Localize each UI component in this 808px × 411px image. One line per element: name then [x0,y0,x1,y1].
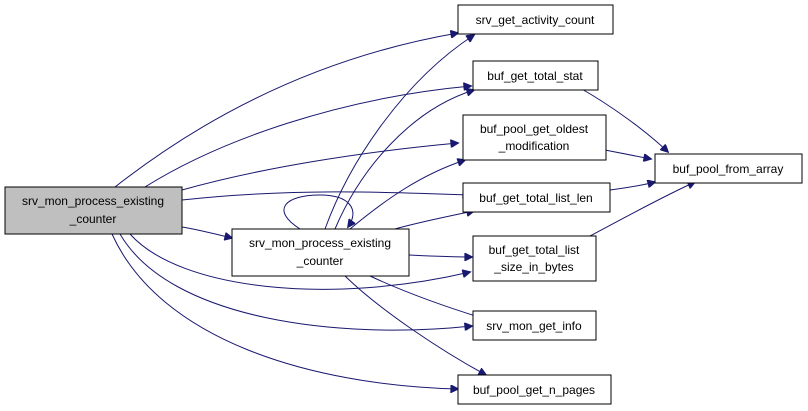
node-label-line2: _counter [296,254,344,268]
node-buf-get-total-list-len[interactable]: buf_get_total_list_len [462,182,611,213]
edge-self-loop [283,194,353,230]
edge-root-oldest [181,143,458,191]
edge-listsize-fromarray [589,182,695,237]
edge-root-listlen [181,192,470,201]
node-box [472,310,597,341]
node-buf-get-total-list-size-in-bytes[interactable]: buf_get_total_list _size_in_bytes [472,235,597,282]
edges [111,33,695,389]
edge-self-stat [334,90,474,230]
node-box [462,182,611,213]
node-label-line1: buf_get_total_list [489,243,580,257]
edge-self-activity [324,35,474,230]
node-buf-pool-get-oldest-modification[interactable]: buf_pool_get_oldest _modification [462,114,607,161]
node-buf-pool-from-array[interactable]: buf_pool_from_array [654,153,803,184]
edge-stat-fromarray [579,87,668,152]
node-label: buf_pool_from_array [673,162,784,176]
node-label: srv_mon_get_info [486,319,582,333]
node-label: buf_get_total_list_len [479,191,592,205]
edge-self-listsize [408,255,472,257]
node-box [231,228,410,277]
node-box [472,60,599,91]
edge-self-listlen [394,211,474,230]
node-srv-mon-process-existing-counter[interactable]: srv_mon_process_existing _counter [231,228,410,277]
edge-self-npages [344,275,486,375]
node-label-line1: srv_mon_process_existing [249,236,391,250]
node-label-line2: _size_in_bytes [493,260,573,274]
edge-root-activity [114,33,458,188]
edge-oldest-fromarray [604,149,651,159]
node-label-line1: srv_mon_process_existing [22,194,164,208]
node-label: buf_get_total_stat [487,69,583,83]
node-label-line2: _modification [498,139,570,153]
node-srv-mon-process-existing-counter-root[interactable]: srv_mon_process_existing _counter [4,186,183,235]
node-box [654,153,803,184]
node-buf-get-total-stat[interactable]: buf_get_total_stat [472,60,599,91]
node-srv-get-activity-count[interactable]: srv_get_activity_count [457,4,614,35]
node-label: srv_get_activity_count [476,13,595,27]
edge-root-info [119,233,472,330]
edge-root-listsize [129,233,470,290]
node-label-line1: buf_pool_get_oldest [480,122,589,136]
node-box [4,186,183,235]
node-label: buf_pool_get_n_pages [473,383,595,397]
edge-root-stat [144,86,471,188]
edge-root-self [181,226,232,238]
node-buf-pool-get-n-pages[interactable]: buf_pool_get_n_pages [457,374,612,405]
node-srv-mon-get-info[interactable]: srv_mon_get_info [472,310,597,341]
edge-listlen-fromarray [609,182,655,191]
edge-root-npages [111,233,458,389]
node-box [457,4,614,35]
edge-self-info [369,275,482,318]
node-label-line2: _counter [69,212,117,226]
node-box [472,235,597,282]
edge-self-oldest [349,160,465,230]
node-box [462,114,607,161]
node-box [457,374,612,405]
